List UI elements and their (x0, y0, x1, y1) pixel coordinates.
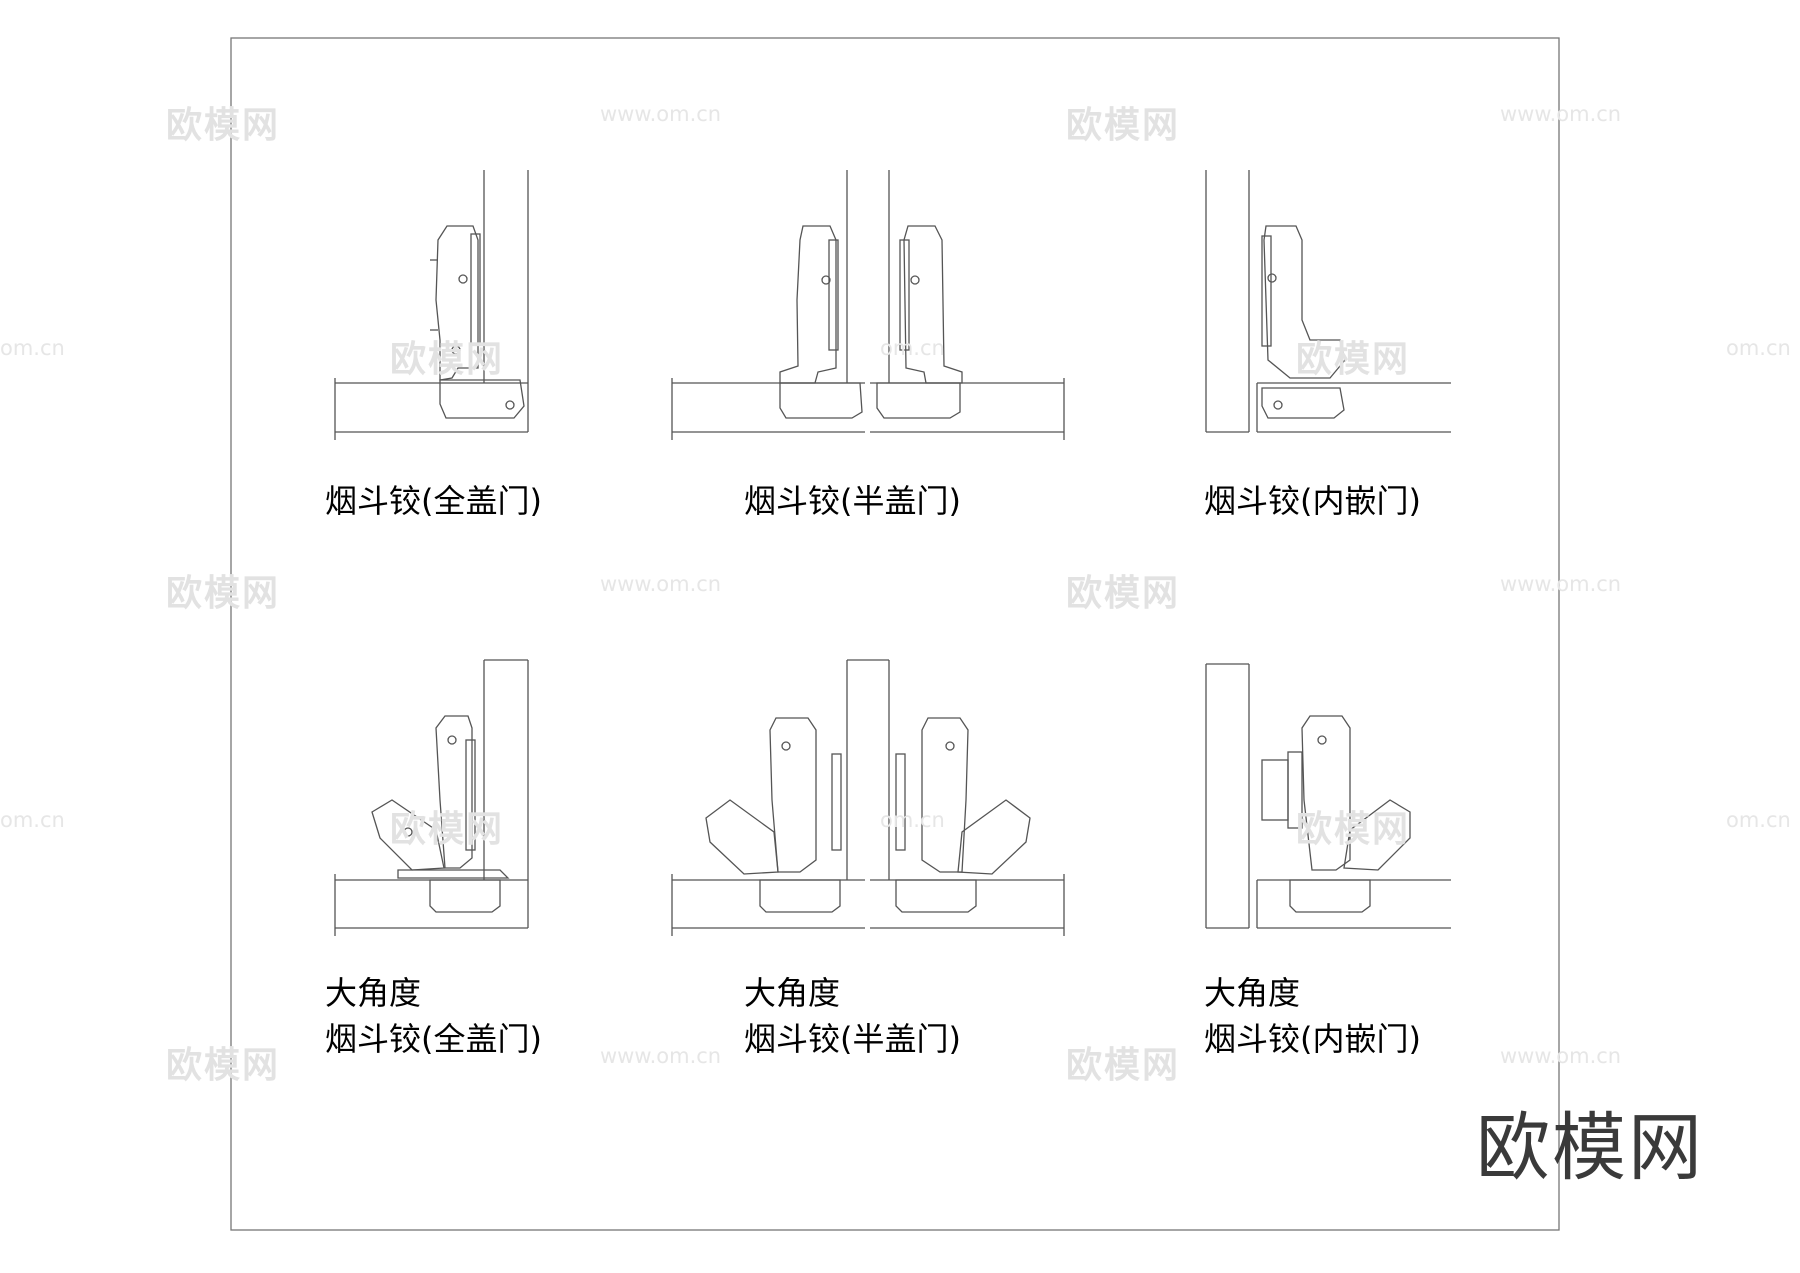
watermark-cn: 欧模网 (1066, 1045, 1181, 1086)
watermark-cn: 欧模网 (1296, 809, 1411, 850)
watermark-cn: 欧模网 (1296, 339, 1411, 380)
watermark-cn: 欧模网 (166, 1045, 281, 1086)
caption-half-overlay: 烟斗铰(半盖门) (744, 482, 961, 520)
diagram-wide-inset (1205, 663, 1451, 929)
diagram-half-overlay (671, 170, 1065, 440)
watermark-cn: 欧模网 (1066, 573, 1181, 614)
watermark-url-short: om.cn (1726, 336, 1791, 360)
watermark-url-short: om.cn (0, 336, 65, 360)
caption-wide-half-overlay: 大角度 烟斗铰(半盖门) (744, 974, 961, 1059)
caption-wide-full-overlay: 大角度 烟斗铰(全盖门) (325, 974, 542, 1059)
watermark-cn: 欧模网 (1066, 105, 1181, 146)
watermark-url: www.om.cn (600, 1044, 722, 1068)
watermark-url-short: om.cn (880, 808, 945, 832)
caption-full-overlay: 烟斗铰(全盖门) (325, 482, 542, 520)
watermark-cn: 欧模网 (166, 573, 281, 614)
brand-logo: 欧模网 (1476, 1105, 1704, 1191)
watermark-url: www.om.cn (600, 102, 722, 126)
watermark-url: www.om.cn (1500, 572, 1622, 596)
watermark-url-short: om.cn (1726, 808, 1791, 832)
diagram-full-overlay (334, 170, 529, 440)
watermark-url-short: om.cn (0, 808, 65, 832)
watermark-cn: 欧模网 (166, 105, 281, 146)
diagram-inset (1205, 170, 1451, 433)
caption-inset: 烟斗铰(内嵌门) (1204, 482, 1421, 520)
sheet-frame (230, 37, 1560, 1231)
caption-wide-inset: 大角度 烟斗铰(内嵌门) (1204, 974, 1421, 1059)
diagram-wide-full-overlay (334, 659, 529, 936)
watermark-url-short: om.cn (880, 336, 945, 360)
watermark-cn: 欧模网 (390, 809, 505, 850)
watermark-url: www.om.cn (600, 572, 722, 596)
watermark-url: www.om.cn (1500, 102, 1622, 126)
watermark-cn: 欧模网 (390, 339, 505, 380)
diagram-wide-half-overlay (671, 659, 1065, 936)
watermark-url: www.om.cn (1500, 1044, 1622, 1068)
